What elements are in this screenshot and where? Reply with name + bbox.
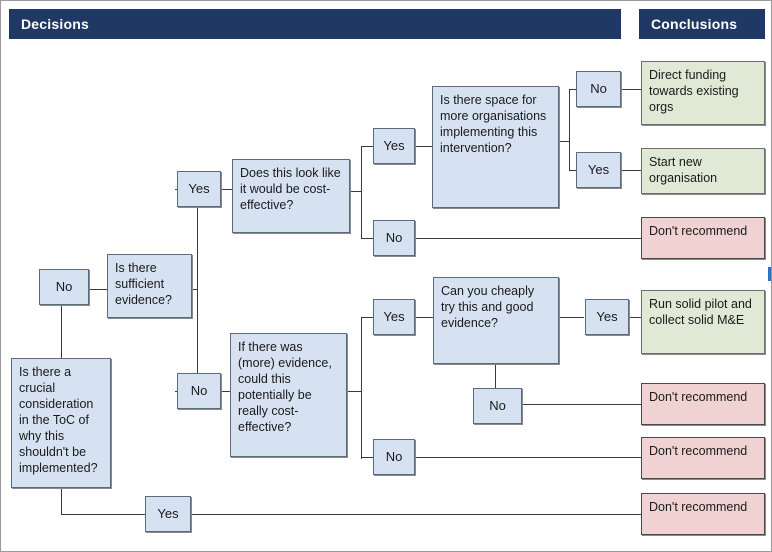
connector-potential-to-no [361,457,373,458]
header-conclusions: Conclusions [639,9,765,39]
connector-potential-to-yes [361,317,373,318]
connector-evidence-right [191,289,198,290]
connector-potential-spine [361,317,362,459]
branch-cheaply-yes[interactable]: Yes [585,299,629,335]
connector-cheaply-bottom [495,363,496,388]
branch-potential-yes[interactable]: Yes [373,299,415,335]
connector-cheaply-yes-to-conclusion [629,317,641,318]
branch-crucial-no[interactable]: No [39,269,89,305]
branch-cheaply-no[interactable]: No [473,388,522,424]
connector-no-to-potential [221,391,233,392]
conclusion-dont-recommend-3[interactable]: Don't recommend [641,437,765,479]
connector-cost-effective-right [349,191,361,192]
connector-yes-to-space [415,146,432,147]
connector-yes-bottom-to-conclusion [191,514,641,515]
decision-cheaply-try[interactable]: Can you cheaply try this and good eviden… [433,277,559,364]
connector-space-yes-to-conclusion [621,170,641,171]
conclusion-dont-recommend-1[interactable]: Don't recommend [641,217,765,259]
branch-potential-no[interactable]: No [373,439,415,475]
connector-cheaply-right [558,317,584,318]
branch-crucial-yes[interactable]: Yes [145,496,191,532]
connector-potential-right [346,391,361,392]
connector-crucial-bottom [61,487,62,515]
decision-space-for-organisations[interactable]: Is there space for more organisations im… [432,86,559,208]
connector-cheaply-no-to-conclusion [522,404,641,405]
branch-evidence-yes[interactable]: Yes [177,171,221,207]
branch-cost-effective-no[interactable]: No [373,220,415,256]
conclusion-dont-recommend-4[interactable]: Don't recommend [641,493,765,535]
connector-cost-effective-spine [361,146,362,239]
branch-cost-effective-yes[interactable]: Yes [373,128,415,164]
connector-crucial-no-down [61,304,62,358]
conclusion-direct-funding[interactable]: Direct funding towards existing orgs [641,61,765,125]
branch-space-no[interactable]: No [576,71,621,107]
connector-evidence-spine [197,189,198,391]
decision-cost-effective[interactable]: Does this look like it would be cost-eff… [232,159,350,233]
connector-cost-effective-to-yes [361,146,373,147]
connector-no-to-dont-recommend-1 [415,238,641,239]
decision-sufficient-evidence[interactable]: Is there sufficient evidence? [107,254,192,318]
connector-cost-effective-to-no [361,238,373,239]
branch-evidence-no[interactable]: No [177,373,221,409]
connector-space-to-yes [569,170,576,171]
connector-space-no-to-conclusion [621,89,641,90]
conclusion-start-new-organisation[interactable]: Start new organisation [641,148,765,194]
branch-space-yes[interactable]: Yes [576,152,621,188]
connector-no-to-sufficient-evidence [89,289,108,290]
connector-space-right [558,141,570,142]
decision-crucial-consideration[interactable]: Is there a crucial consideration in the … [11,358,111,488]
conclusion-dont-recommend-2[interactable]: Don't recommend [641,383,765,425]
connector-potential-no-to-conclusion [415,457,641,458]
connector-crucial-to-yes-bottom [61,514,145,515]
connector-potential-yes-to-cheaply [415,317,433,318]
connector-space-to-no [569,89,576,90]
connector-yes-to-cost-effective [221,189,233,190]
edge-marker-icon [768,267,771,281]
connector-space-spine [569,89,570,171]
decision-could-be-cost-effective[interactable]: If there was (more) evidence, could this… [230,333,347,457]
header-decisions: Decisions [9,9,621,39]
conclusion-run-solid-pilot[interactable]: Run solid pilot and collect solid M&E [641,290,765,354]
